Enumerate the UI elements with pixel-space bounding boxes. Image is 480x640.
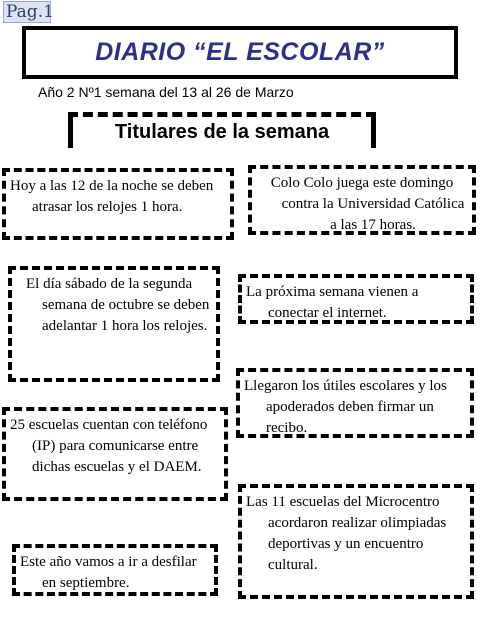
issue-info: Año 2 Nº1 semana del 13 al 26 de Marzo [38,84,294,100]
news-text: Llegaron los útiles escolares y los apod… [244,378,447,436]
news-text: Hoy a las 12 de la noche se deben atrasa… [10,178,214,215]
news-item-clock-back: Hoy a las 12 de la noche se deben atrasa… [2,168,234,240]
news-item-supplies: Llegaron los útiles escolares y los apod… [236,368,474,438]
news-item-parade: Este año vamos a ir a desfilar en septie… [12,544,218,596]
news-text: La próxima semana vienen a conectar el i… [246,284,419,321]
section-header: Titulares de la semana [68,112,376,148]
section-title: Titulares de la semana [114,121,330,143]
news-item-football: Colo Colo juega este domingo contra la U… [248,165,476,235]
news-text: Este año vamos a ir a desfilar en septie… [20,554,197,591]
page-label: Pag.1 [3,1,54,23]
news-item-clock-forward: El día sábado de la segunda semana de oc… [8,266,220,382]
news-item-telephone: 25 escuelas cuentan con teléfono (IP) pa… [2,407,228,501]
news-text: Las 11 escuelas del Microcentro acordaro… [246,494,447,573]
newspaper-masthead: DIARIO “EL ESCOLAR” [22,26,458,79]
news-text: El día sábado de la segunda semana de oc… [26,276,210,334]
news-item-internet: La próxima semana vienen a conectar el i… [238,274,474,324]
newspaper-title: DIARIO “EL ESCOLAR” [95,38,385,66]
news-text: Colo Colo juega este domingo contra la U… [270,175,465,233]
news-text: 25 escuelas cuentan con teléfono (IP) pa… [10,417,208,475]
news-item-olympics: Las 11 escuelas del Microcentro acordaro… [238,484,474,599]
